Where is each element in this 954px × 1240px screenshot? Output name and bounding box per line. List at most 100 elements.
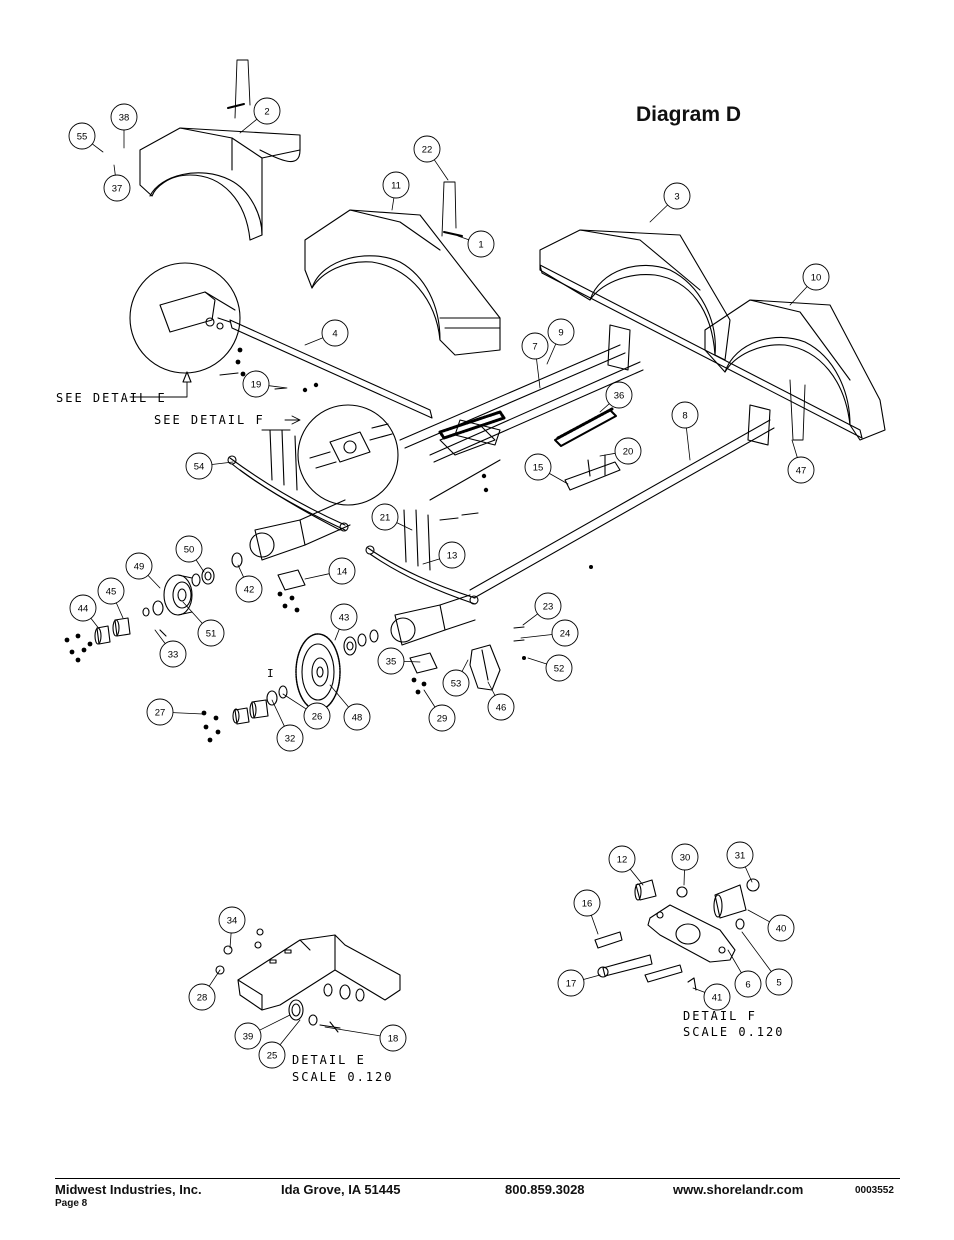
callout-bubble [605,381,633,409]
callout-label: 26 [312,712,323,723]
callout-leader-line [304,337,324,346]
callout-31: 31 [726,841,754,883]
callout-label: 49 [134,562,145,573]
callout-label: 12 [617,855,628,866]
callout-bubble [534,592,562,620]
callout-label: 9 [558,328,563,339]
callout-51: 51 [182,601,225,647]
callout-bubble [175,535,203,563]
callout-label: 44 [78,604,89,615]
callout-17: 17 [557,969,601,997]
callout-46: 46 [487,681,515,721]
callout-bubble [663,182,691,210]
callout-leader-line [527,657,547,665]
callout-leader-line [268,385,288,389]
callout-leader-line [599,452,616,457]
callout-bubble [328,557,356,585]
callout-23: 23 [522,592,562,626]
axle-spindle-left [249,499,351,561]
callout-36: 36 [599,381,633,413]
callout-leader-line [324,1026,381,1037]
callout-leader-line [461,659,469,672]
callout-label: 19 [251,380,262,391]
callout-leader-line [113,164,116,176]
callout-bubble [573,889,601,917]
callout-leader-line [90,617,101,631]
detail-e-drawing [215,928,401,1033]
callout-19: 19 [242,370,288,398]
callout-label: 33 [168,650,179,661]
callout-bubble [438,541,466,569]
callout-label: 6 [745,980,750,991]
callout-bubble [97,577,125,605]
callout-21: 21 [371,503,413,531]
callout-label: 52 [554,664,565,675]
callout-bubble [253,97,281,125]
callout-30: 30 [671,843,699,886]
callout-50: 50 [175,535,205,573]
callout-37: 37 [103,164,131,202]
callout-leader-line [744,866,753,883]
callout-label: 37 [112,184,123,195]
callout-bubble [521,332,549,360]
callout-bubble [703,983,731,1011]
callout-bubble [234,1022,262,1050]
callout-label: 39 [243,1032,254,1043]
callout-bubble [125,552,153,580]
callout-label: 2 [264,107,269,118]
hub-51 [163,574,193,616]
callout-7: 7 [521,332,549,389]
callout-leader-line [423,689,436,708]
callout-14: 14 [304,557,356,585]
callout-leader-line [692,987,706,993]
callout-15: 15 [524,453,569,485]
callout-bubble [467,230,495,258]
callout-bubble [413,135,441,163]
callout-12: 12 [608,845,644,886]
callout-48: 48 [329,684,371,731]
fender-2 [139,59,301,241]
callout-bubble [767,914,795,942]
callout-label: 15 [533,463,544,474]
callout-label: 45 [106,587,117,598]
callout-bubble [551,619,579,647]
callout-label: 54 [194,462,205,473]
callout-leader-line [747,909,770,923]
callout-label: 47 [796,466,807,477]
callout-label: 38 [119,113,130,124]
callout-label: 4 [332,329,337,340]
callout-label: 43 [339,613,350,624]
callout-38: 38 [110,103,138,149]
callout-label: 22 [422,145,433,156]
callout-label: 40 [776,924,787,935]
callout-bubble [382,171,410,199]
callout-label: 32 [285,734,296,745]
callout-6: 6 [727,949,762,998]
callout-label: 27 [155,708,166,719]
callout-label: 42 [244,585,255,596]
callout-leader-line [239,118,258,134]
footer-divider [55,1178,900,1179]
callout-leader-line [195,559,205,573]
callout-40: 40 [747,909,795,942]
callout-26: 26 [282,693,331,730]
callout-bubble [557,969,585,997]
callout-leader-line [115,602,124,619]
callout-53: 53 [442,659,470,697]
callout-label: 24 [560,629,571,640]
leaf-spring-54 [227,429,349,532]
footer-phone: 800.859.3028 [505,1182,585,1197]
callout-bubble [442,669,470,697]
callout-bubble [671,401,699,429]
callout-bubble [146,698,174,726]
callout-label: 10 [811,273,822,284]
detail-f-drawing [594,878,760,991]
callout-leader-line [457,235,470,241]
bearings-right [232,629,379,725]
callout-49: 49 [125,552,161,589]
callout-label: 36 [614,391,625,402]
callout-bubble [110,103,138,131]
